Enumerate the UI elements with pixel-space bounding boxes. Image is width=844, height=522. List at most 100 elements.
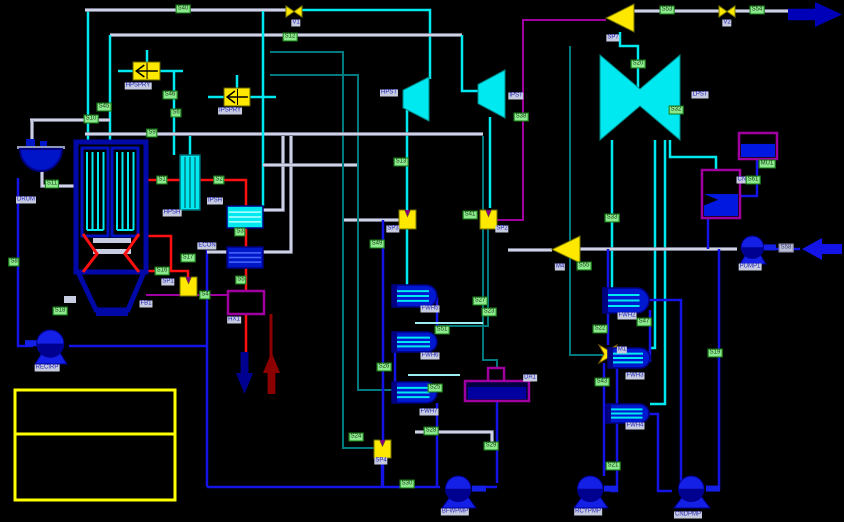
equipment-v2-icon[interactable] xyxy=(718,5,736,18)
pipe-segment xyxy=(436,229,489,332)
equipment-m4-icon[interactable] xyxy=(550,235,581,264)
stream-label-s13[interactable]: S13 xyxy=(393,157,409,167)
equipment-fwh2-icon[interactable] xyxy=(602,287,650,314)
equipment-ipsh-icon[interactable] xyxy=(226,205,264,229)
stream-label-s24[interactable]: S24 xyxy=(348,432,364,442)
equipment-fwh4-icon[interactable] xyxy=(605,403,650,424)
equipment-sp3-icon[interactable] xyxy=(398,209,417,230)
stream-label-s2[interactable]: S2 xyxy=(213,175,225,185)
equipment-drum-icon[interactable] xyxy=(17,139,65,172)
equipment-label-drum: DRUM xyxy=(16,196,36,204)
stream-label-s8[interactable]: S8 xyxy=(8,257,20,267)
equipment-label-sp7: SP7 xyxy=(606,34,620,42)
equipment-econ-icon[interactable] xyxy=(226,246,264,269)
stream-label-s51[interactable]: S51 xyxy=(434,325,450,335)
stream-label-s22[interactable]: S22 xyxy=(592,324,608,334)
stream-label-s61[interactable]: S61 xyxy=(745,175,761,185)
stream-label-s46[interactable]: S46 xyxy=(162,90,178,100)
equipment-label-fwh3: FWH3 xyxy=(625,372,645,380)
equipment-sp7-icon[interactable] xyxy=(604,3,635,33)
equipment-hpspry-icon[interactable] xyxy=(132,61,161,81)
stream-label-s54[interactable]: S54 xyxy=(749,5,765,15)
stream-label-s49[interactable]: S49 xyxy=(369,239,385,249)
equipment-cw-in-icon[interactable] xyxy=(802,238,842,260)
stream-label-s47[interactable]: S47 xyxy=(636,317,652,327)
equipment-bfwpmp-icon[interactable] xyxy=(441,475,486,509)
stream-label-s28[interactable]: S28 xyxy=(423,426,439,436)
equipment-label-da1: DA1 xyxy=(523,374,537,382)
stream-label-s40[interactable]: S40 xyxy=(175,4,191,14)
stream-label-s33[interactable]: S33 xyxy=(604,213,620,223)
stream-label-s6[interactable]: S6 xyxy=(170,108,182,118)
equipment-sp4-icon[interactable] xyxy=(373,439,392,459)
stream-label-s25[interactable]: S25 xyxy=(427,383,443,393)
equipment-steam-out-icon[interactable] xyxy=(788,2,842,27)
stream-label-s4[interactable]: S4 xyxy=(199,290,211,300)
pipe-segment xyxy=(650,140,667,406)
equipment-label-sp2: SP2 xyxy=(495,225,509,233)
stream-label-s23[interactable]: S23 xyxy=(481,307,497,317)
pipe-segment xyxy=(302,8,432,79)
stream-label-s20[interactable]: S20 xyxy=(630,59,646,69)
equipment-rcypmp-icon[interactable] xyxy=(573,475,618,509)
equipment-label-fwh7: FWH7 xyxy=(419,408,439,416)
pipe-segment-core xyxy=(41,170,76,187)
stream-label-s32[interactable]: S32 xyxy=(668,105,684,115)
stream-label-s9[interactable]: S9 xyxy=(146,128,158,138)
pipe-segment-core xyxy=(263,136,284,211)
stream-label-s11[interactable]: S11 xyxy=(44,179,60,189)
equipment-fb1-icon[interactable] xyxy=(64,139,149,316)
stream-label-s55[interactable]: S55 xyxy=(576,261,592,271)
equipment-sp1-icon[interactable] xyxy=(179,276,198,297)
equipment-fwh6-icon[interactable] xyxy=(391,331,438,353)
equipment-recirp-icon[interactable] xyxy=(25,329,68,365)
equipment-fwh5-icon[interactable] xyxy=(391,284,438,308)
equipment-hx1-icon[interactable] xyxy=(226,289,266,316)
equipment-lpst-icon[interactable] xyxy=(599,53,681,142)
stream-label-s41[interactable]: S41 xyxy=(462,210,478,220)
stream-label-s5[interactable]: S5 xyxy=(235,275,247,285)
stream-label-mu1[interactable]: MU1 xyxy=(758,159,776,169)
equipment-label-fb1: FB1 xyxy=(139,300,153,308)
stream-label-s53[interactable]: S53 xyxy=(659,5,675,15)
equipment-stack-icon[interactable] xyxy=(236,352,253,394)
equipment-pump1-icon[interactable] xyxy=(739,235,776,265)
equipment-ipspry-icon[interactable] xyxy=(223,87,251,107)
stream-label-s19[interactable]: S19 xyxy=(707,348,723,358)
equipment-label-hx1: HX1 xyxy=(227,316,241,324)
equipment-mu1-icon[interactable] xyxy=(737,131,779,161)
stream-label-s12[interactable]: S12 xyxy=(282,32,298,42)
stream-label-s38[interactable]: S38 xyxy=(513,112,529,122)
stream-label-s10[interactable]: S10 xyxy=(83,114,99,124)
equipment-ipst-icon[interactable] xyxy=(477,69,506,119)
stream-label-s21[interactable]: S21 xyxy=(605,461,621,471)
equipment-label-fwh2: FWH2 xyxy=(617,312,637,320)
equipment-sp2-icon[interactable] xyxy=(479,209,498,230)
equipment-air-in-icon[interactable] xyxy=(263,352,280,394)
stream-label-s43[interactable]: S43 xyxy=(594,377,610,387)
equipment-fwh7-icon[interactable] xyxy=(391,381,438,404)
stream-label-s3[interactable]: S3 xyxy=(234,227,246,237)
equipment-cndpmp-icon[interactable] xyxy=(672,475,720,509)
equipment-hpsh-icon[interactable] xyxy=(179,154,201,211)
stream-label-s26[interactable]: S26 xyxy=(376,362,392,372)
equipment-label-lpst: LPST xyxy=(691,91,709,99)
equipment-fwh3-icon[interactable] xyxy=(607,347,651,369)
stream-label-s27[interactable]: S27 xyxy=(472,296,488,306)
stream-label-s58[interactable]: S58 xyxy=(778,243,794,253)
equipment-cnd-icon[interactable] xyxy=(700,168,742,220)
equipment-label-hpst: HPST xyxy=(379,89,399,97)
pipe-segment xyxy=(263,136,285,212)
equipment-label-m4: M4 xyxy=(554,263,566,271)
stream-label-s17[interactable]: S17 xyxy=(180,253,196,263)
stream-label-s16[interactable]: S16 xyxy=(154,266,170,276)
stream-label-s29[interactable]: S29 xyxy=(483,441,499,451)
stream-label-s18[interactable]: S18 xyxy=(52,306,68,316)
stream-label-s30[interactable]: S30 xyxy=(399,479,415,489)
stream-label-s1[interactable]: S1 xyxy=(156,175,168,185)
equipment-label-sp1: SP1 xyxy=(161,278,175,286)
stream-label-s45[interactable]: S45 xyxy=(96,102,112,112)
equipment-v1-icon[interactable] xyxy=(285,5,303,18)
equipment-hpst-icon[interactable] xyxy=(402,76,430,122)
equipment-da1-icon[interactable] xyxy=(463,366,531,403)
